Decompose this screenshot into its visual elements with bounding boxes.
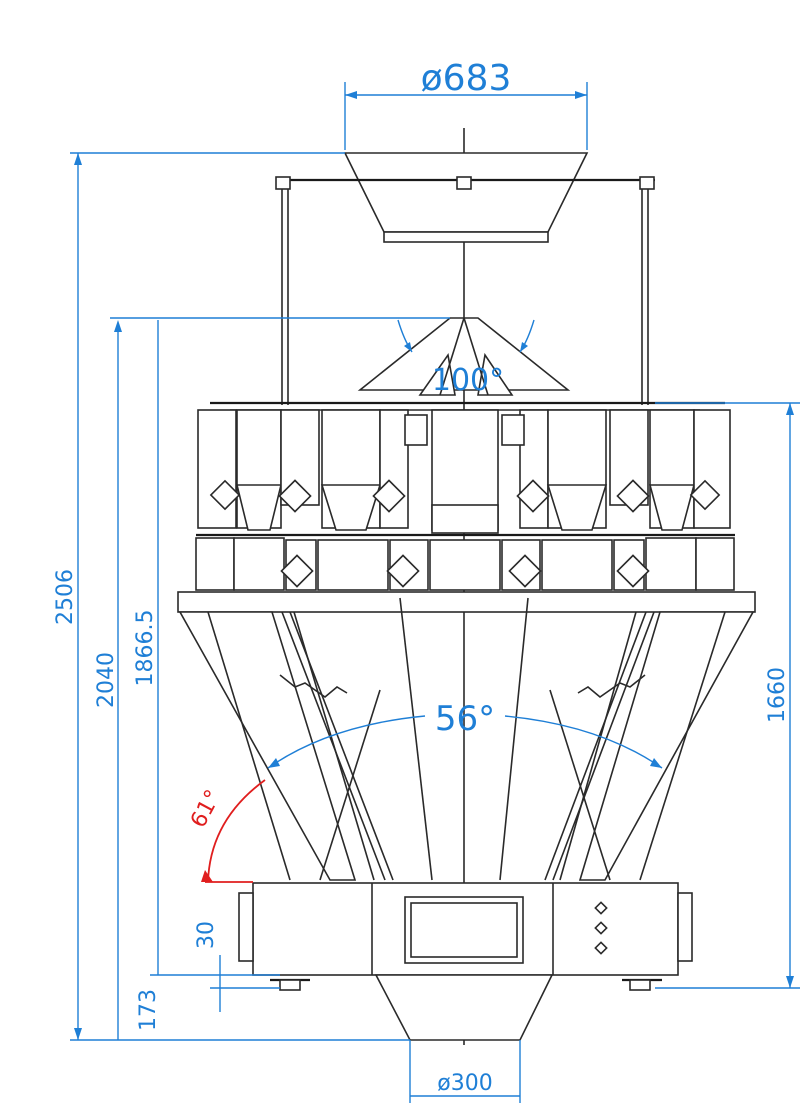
machine-outline <box>177 128 756 1045</box>
dimension-lines <box>70 82 800 1103</box>
dim-173-label: 173 <box>136 989 161 1031</box>
lower-bucket-row <box>195 537 735 591</box>
support-frame <box>275 176 655 405</box>
upper-bucket-row <box>197 409 731 534</box>
dim-30-label: 30 <box>194 921 219 949</box>
angle-61-label: 61° <box>186 786 226 832</box>
height-1866-label: 1866.5 <box>133 610 158 687</box>
top-hopper <box>343 152 589 243</box>
bottom-diameter-label: ø300 <box>437 1071 492 1096</box>
dimension-labels: ø683 ø300 2506 2040 1866.5 1660 30 173 1… <box>53 58 790 1096</box>
top-diameter-label: ø683 <box>421 58 512 99</box>
control-buttons <box>594 901 608 955</box>
collecting-chute <box>177 591 756 881</box>
top-cone <box>357 317 571 396</box>
control-box <box>238 882 693 991</box>
height-1660-label: 1660 <box>765 667 790 723</box>
height-2040-label: 2040 <box>94 652 119 708</box>
angle-56-label: 56° <box>435 699 495 739</box>
angle-100-label: 100° <box>432 363 504 398</box>
discharge-funnel <box>374 974 554 1041</box>
total-height-label: 2506 <box>53 569 78 625</box>
